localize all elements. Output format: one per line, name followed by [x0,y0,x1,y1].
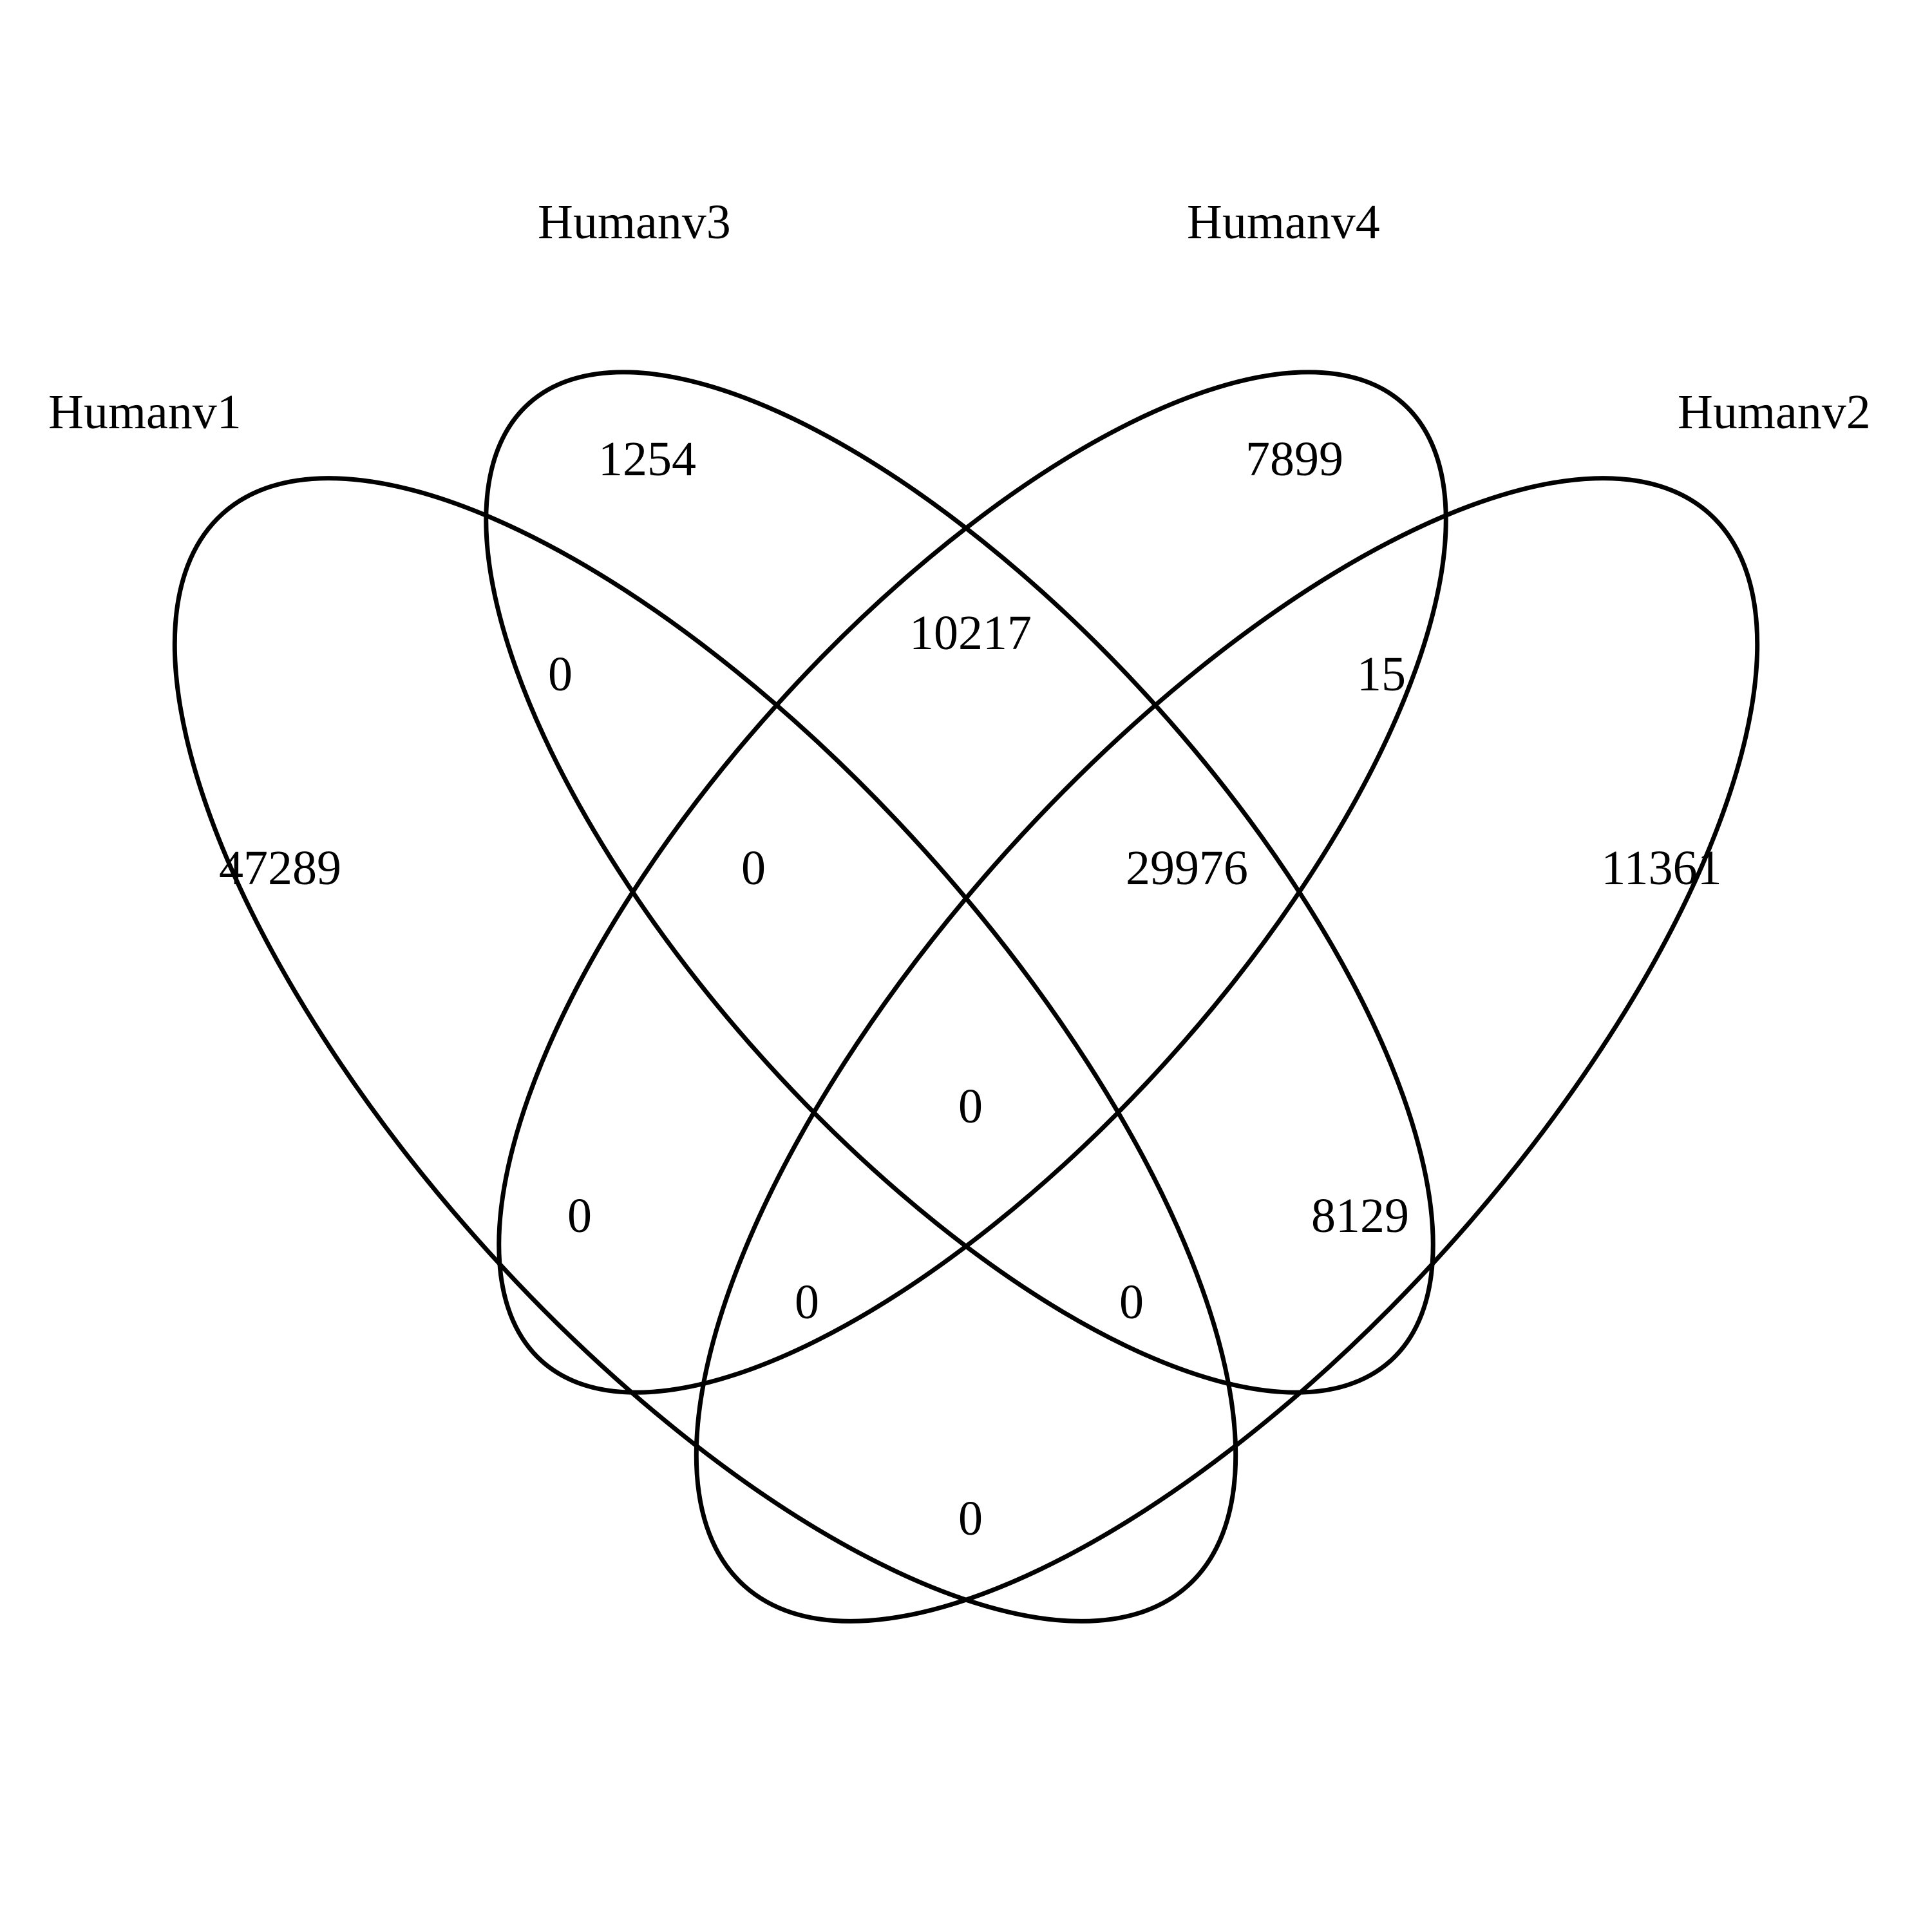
set-labels: Humanv1 Humanv3 Humanv4 Humanv2 [48,195,1871,439]
humanv3-ellipse [484,370,1435,1395]
humanv1-ellipse [172,476,1238,1624]
humanv3-label: Humanv3 [538,195,731,249]
count-humanv1-humanv2-humanv3: 0 [1119,1275,1144,1329]
count-humanv1-humanv3-humanv4: 0 [741,841,766,895]
count-humanv3-humanv4: 10217 [909,606,1032,660]
count-humanv1-humanv4: 0 [567,1189,592,1243]
count-humanv2-humanv3-humanv4: 29976 [1126,841,1248,895]
humanv1-label: Humanv1 [48,385,242,439]
count-only-humanv1: 47289 [219,841,341,895]
count-humanv1-humanv3: 0 [548,647,573,701]
count-only-humanv2: 11361 [1601,841,1721,895]
count-all-four: 0 [958,1079,983,1133]
count-humanv2-humanv3: 8129 [1311,1189,1409,1243]
count-humanv1-humanv2: 0 [958,1492,983,1546]
humanv4-ellipse [497,370,1448,1395]
count-humanv2-humanv4: 15 [1357,647,1406,701]
humanv2-ellipse [694,476,1760,1624]
count-only-humanv3: 1254 [598,432,696,486]
humanv4-label: Humanv4 [1187,195,1380,249]
count-only-humanv4: 7899 [1245,432,1343,486]
set-outlines [172,370,1760,1624]
region-counts: 1254 7899 10217 0 15 47289 0 29976 11361… [219,432,1722,1546]
count-humanv1-humanv2-humanv4: 0 [795,1275,819,1329]
humanv2-label: Humanv2 [1678,385,1871,439]
